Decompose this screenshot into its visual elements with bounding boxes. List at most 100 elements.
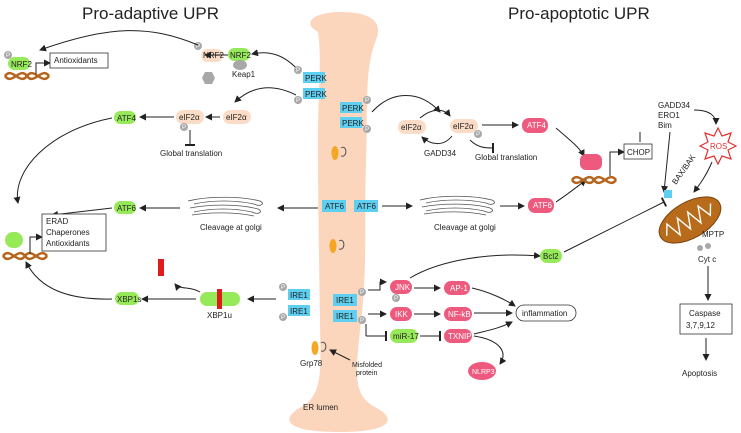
inflammation-box (515, 304, 577, 322)
grp78-icon (329, 239, 345, 253)
eif2a-label: eIF2α (401, 123, 422, 132)
phospho-label: P (394, 296, 398, 302)
atf4-apoptotic-label: ATF4 (527, 121, 547, 130)
erad-label: ERAD (46, 217, 68, 226)
bax-bak-label: BAX/BAK (670, 152, 697, 186)
arrow-eif2a-cycle-top (419, 109, 451, 119)
phospho-dot (392, 294, 400, 302)
phospho-dot (363, 96, 371, 104)
arrow-nrf2-to-nucleus (39, 30, 199, 52)
dna-helix-icon (570, 175, 618, 185)
eif2a-p-node (176, 110, 204, 124)
inhibit-bax-bak (563, 197, 668, 253)
txnip-node (444, 329, 472, 343)
ire1-label: IRE1 (290, 291, 308, 300)
arrow-txnip-inflammation (473, 321, 513, 335)
ire1-label: IRE1 (336, 312, 354, 321)
cyt-c-label: Cyt c (698, 255, 716, 264)
keap1-released-shape (202, 72, 215, 84)
ros-burst-icon (698, 126, 738, 166)
perk-receptor (303, 88, 325, 99)
er-membrane (289, 12, 388, 432)
atf6-apoptotic-label: ATF6 (533, 201, 553, 210)
atf6-receptor (322, 200, 346, 212)
gadd34-right-label: GADD34 (658, 101, 691, 110)
jnk-node (390, 280, 412, 294)
grp78-label: Grp78 (300, 359, 323, 368)
grp78-icon (311, 341, 327, 355)
adaptive-tf-node (5, 232, 23, 248)
ire1-receptor (333, 294, 357, 306)
phospho-dot (279, 313, 287, 321)
arrow-ire1-jnk (368, 278, 387, 291)
phospho-label: P (360, 290, 364, 296)
title-pro-apoptotic: Pro-apoptotic UPR (508, 4, 650, 23)
nlrp3-label: NLRP3 (472, 369, 495, 376)
ire1-label: IRE1 (290, 307, 308, 316)
gadd34-label: GADD34 (424, 149, 457, 158)
arrow-atf6-chop (555, 179, 587, 203)
cyt-c-dot (697, 245, 703, 251)
phospho-label: P (182, 125, 186, 131)
perk-label: PERK (342, 104, 364, 113)
phospho-dot (4, 51, 12, 59)
phospho-label: P (281, 285, 285, 291)
chop-tf-node (580, 154, 602, 170)
chop-label: CHOP (627, 148, 650, 157)
golgi-icon (187, 196, 263, 217)
atf4-adaptive-node (114, 111, 136, 124)
eif2a-label: eIF2α (453, 122, 474, 131)
arrow-dna-chop (609, 148, 625, 176)
phospho-dot (358, 288, 366, 296)
bcl2-node (540, 249, 562, 263)
chaperones-label: Chaperones (46, 228, 90, 237)
atf6-adaptive-label: ATF6 (117, 204, 137, 213)
arrow-bim-bax (661, 131, 671, 193)
nrf2-keap1-node (228, 48, 250, 61)
misfolded-label-line2: protein (356, 370, 378, 377)
global-translation-label: Global translation (160, 149, 222, 158)
bim-label: Bim (658, 121, 672, 130)
title-pro-adaptive: Pro-adaptive UPR (82, 4, 219, 23)
ikk-node (390, 307, 412, 321)
bax-bak-pore (664, 190, 672, 198)
phospho-label: P (365, 127, 369, 133)
antioxidants-box (49, 52, 109, 69)
xbp1u-label: XBP1u (207, 311, 232, 320)
nrf2-keap1-label: NRF2 (230, 51, 251, 60)
mir17-node (390, 329, 418, 343)
arrow-gadd34-ros (693, 109, 720, 125)
jnk-label: JNK (395, 283, 411, 292)
arrow-perk-nrf2 (251, 49, 301, 73)
phospho-dot (294, 96, 302, 104)
perk-receptor (340, 102, 362, 113)
global-translation-right-label: Global translation (475, 153, 537, 162)
eif2a-p-node (450, 119, 478, 133)
nlrp3-node (468, 362, 496, 380)
phospho-dot (294, 66, 302, 74)
ap1-label: AP-1 (450, 284, 468, 293)
atf4-apoptotic-node (522, 118, 548, 133)
grp78-icon (331, 146, 347, 160)
phospho-label: P (476, 132, 480, 138)
spliced-intron (158, 259, 164, 276)
arrow-xbp1s-nucleus (25, 261, 113, 300)
ap1-node (444, 281, 470, 295)
cyt-c-dot (705, 243, 711, 249)
er-lumen-label: ER lumen (303, 403, 338, 412)
perk-label: PERK (305, 90, 327, 99)
ire1-receptor (288, 289, 310, 300)
arrow-eif2a-cycle-bottom (421, 135, 453, 145)
caspase-label: Caspase (689, 309, 721, 318)
cleavage-golgi-right-label: Cleavage at golgi (434, 223, 496, 232)
ire1-receptor (333, 310, 357, 322)
phospho-dot (180, 123, 188, 131)
atf6-adaptive-node (114, 201, 136, 214)
arrow-nrf2-antioxidants (35, 59, 51, 74)
phospho-dot (279, 283, 287, 291)
chop-box (623, 143, 653, 160)
keap1-shape (233, 60, 247, 70)
dna-helix-icon (1, 251, 49, 261)
mitochondrion-icon (658, 196, 722, 244)
